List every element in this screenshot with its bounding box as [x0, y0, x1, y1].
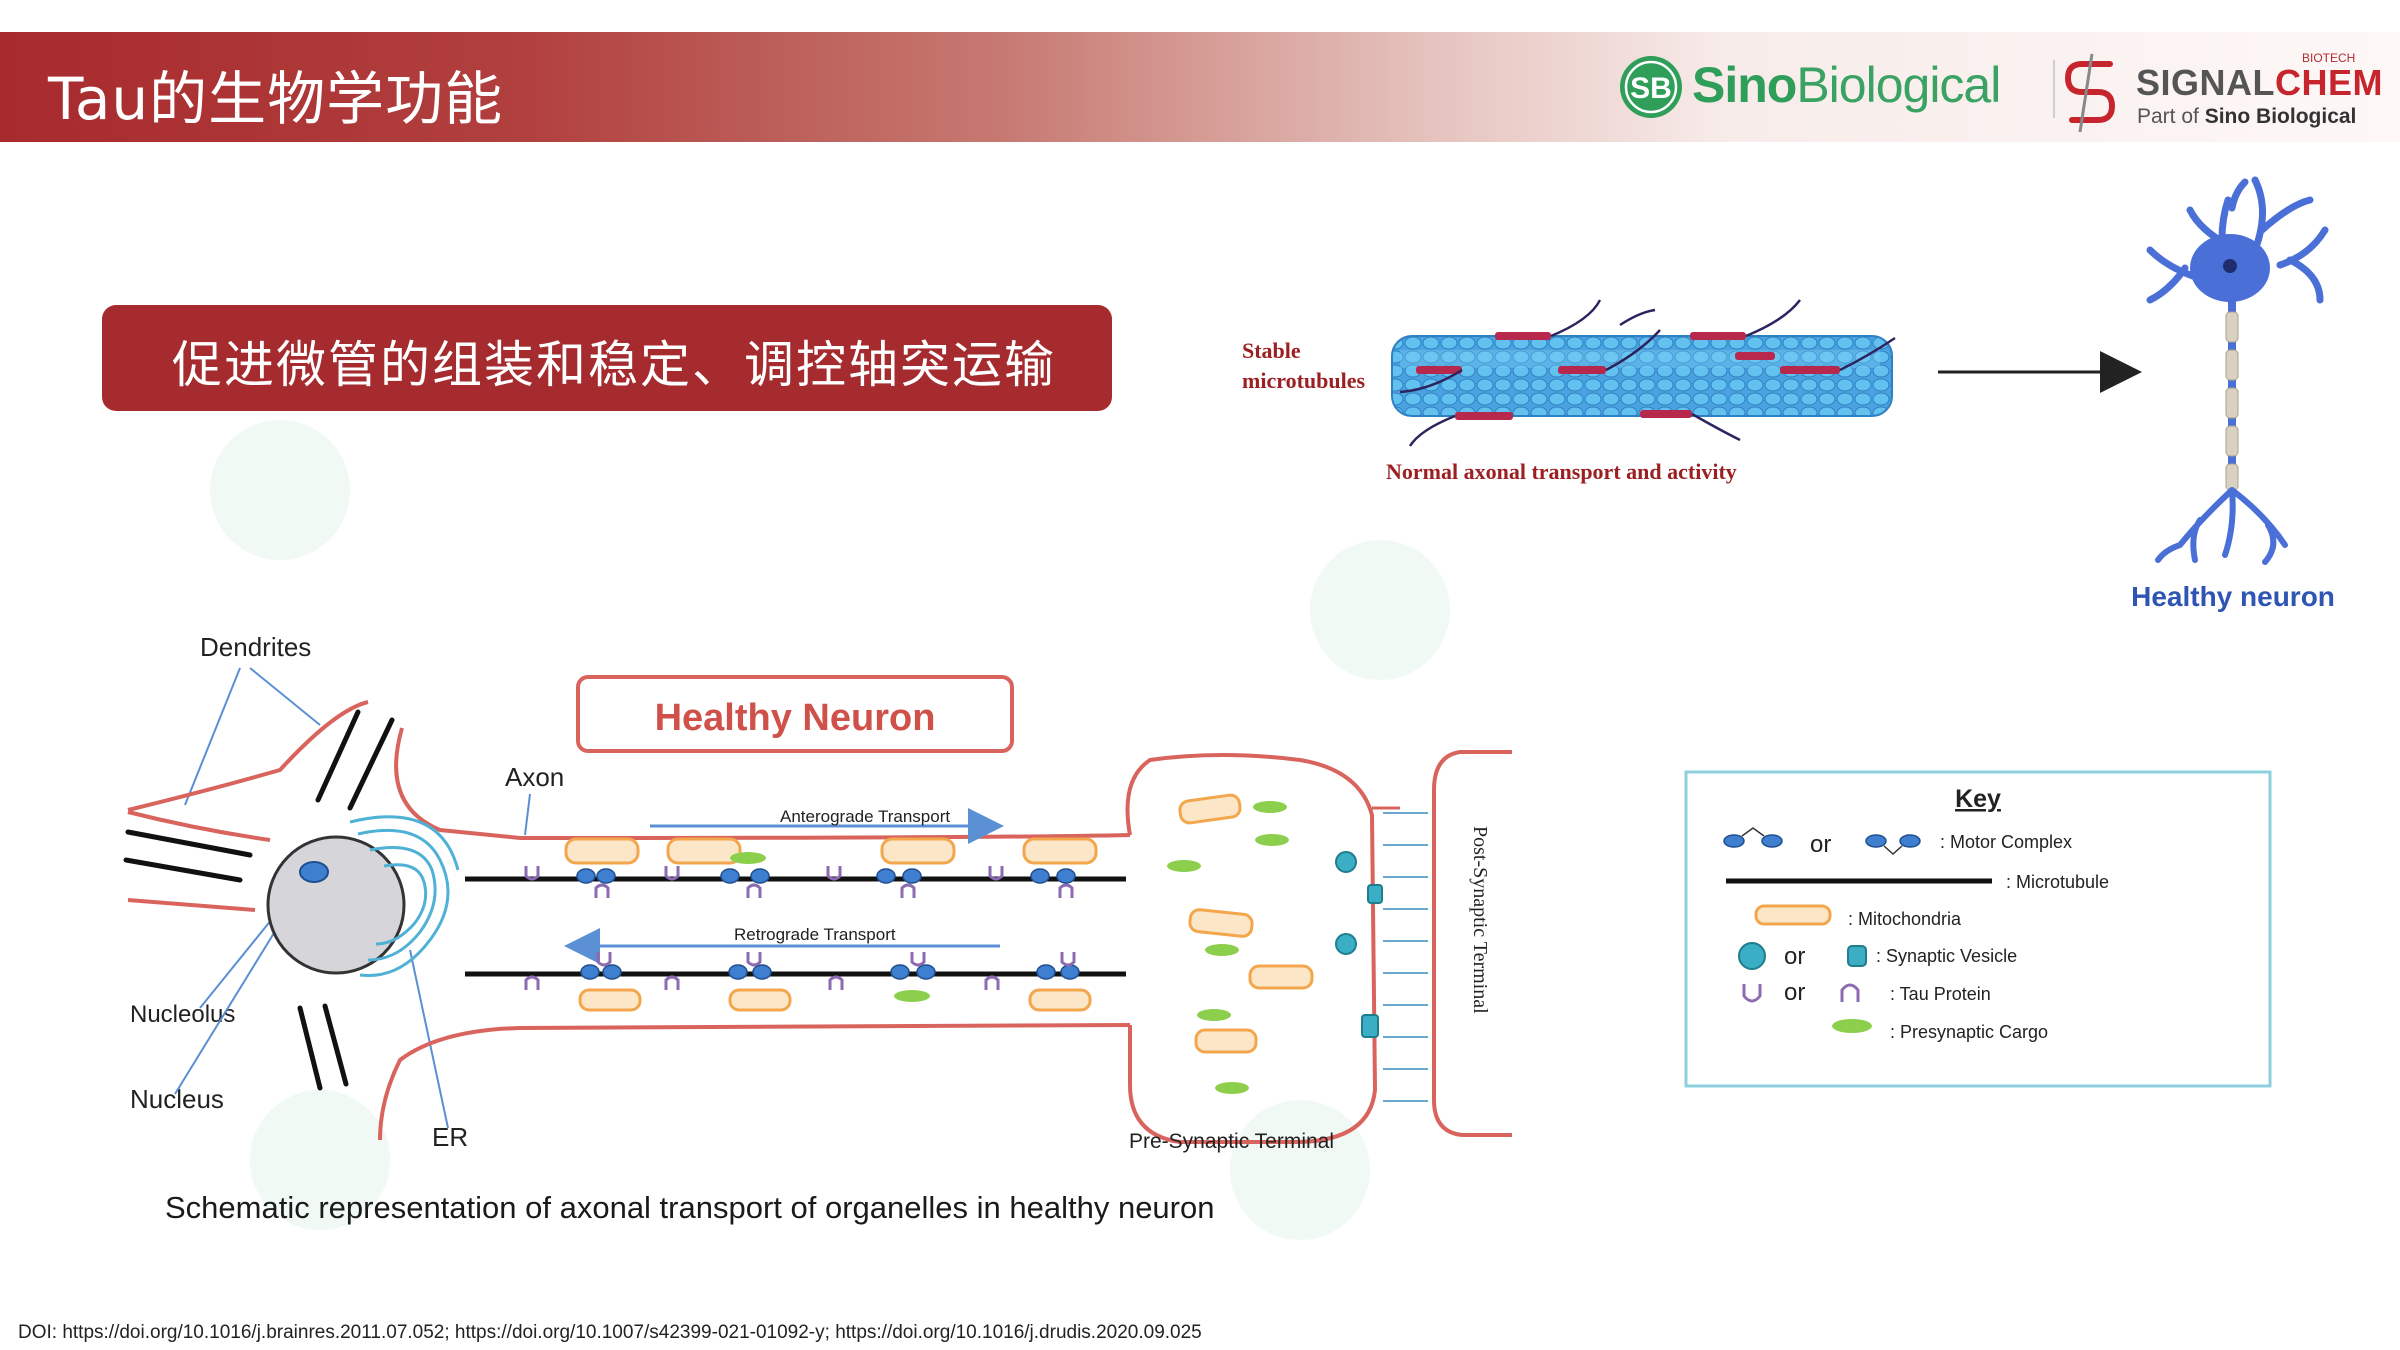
key-microtubule: : Microtubule	[2006, 872, 2109, 892]
healthy-neuron-title-box	[576, 675, 1014, 753]
signalchem-logo-icon	[2064, 53, 2116, 133]
sino-biological-logo-icon: SB	[1620, 56, 1682, 118]
retrograde-label: Retrograde Transport	[734, 925, 896, 944]
stable-microtubules-figure: Stable microtubules	[1242, 176, 2335, 612]
key-presynaptic-cargo: : Presynaptic Cargo	[1890, 1022, 2048, 1042]
nucleus-circle	[266, 835, 406, 975]
banner-text: 促进微管的组装和稳定、调控轴突运输	[172, 336, 1056, 394]
stable-label-line1: Stable	[1242, 338, 1301, 363]
signalchem-wordmark: SIGNALCHEM	[2136, 62, 2383, 104]
sino-biological-wordmark: SinoBiological	[1692, 56, 2001, 114]
vesicle-square-key-icon	[1847, 945, 1867, 967]
healthy-neuron-schematic: Healthy Neuron Dendrites Axon Nucleolus …	[123, 632, 1512, 1153]
synaptic-cleft	[1383, 812, 1428, 1102]
tau-n-key-icon	[1840, 983, 1860, 1002]
signalchem-biotech-tag: BIOTECH	[2302, 51, 2356, 65]
key-or-3: or	[1784, 979, 1805, 1006]
healthy-neuron-label: Healthy neuron	[2131, 581, 2335, 612]
biological-text: Biological	[1796, 57, 2001, 113]
function-banner: 促进微管的组装和稳定、调控轴突运输	[102, 305, 1112, 411]
key-motor-complex: : Motor Complex	[1940, 832, 2072, 852]
healthy-neuron-icon	[2146, 176, 2329, 565]
tau-u-key-icon	[1742, 984, 1762, 1003]
axon-label: Axon	[505, 762, 564, 792]
header-bar: Tau的生物学功能 SB SinoBiological BIOTECH SIGN…	[0, 32, 2400, 142]
key-tau-protein: : Tau Protein	[1890, 984, 1991, 1004]
key-synaptic-vesicle: : Synaptic Vesicle	[1876, 946, 2017, 966]
motor-complex-icon	[1723, 827, 1921, 856]
dendrites-label: Dendrites	[200, 632, 311, 662]
tau-tails	[1399, 299, 1896, 447]
page-title: Tau的生物学功能	[48, 65, 504, 133]
presynaptic-terminal-outline	[1125, 753, 1378, 1144]
stable-label-line2: microtubules	[1242, 368, 1365, 393]
nucleolus-dot	[299, 861, 329, 883]
microtubule-bundle	[1391, 299, 1896, 447]
pre-synaptic-label: Pre-Synaptic Terminal	[1129, 1130, 1334, 1153]
cargo-key-icon	[1832, 1019, 1872, 1033]
watermark-sb-icon	[1310, 540, 1450, 680]
chem-text: CHEM	[2275, 62, 2384, 103]
nucleus-label: Nucleus	[130, 1084, 224, 1114]
doi-reference: DOI: https://doi.org/10.1016/j.brainres.…	[18, 1322, 1202, 1343]
postsynaptic-outline	[1432, 750, 1512, 1137]
key-or-1: or	[1810, 831, 1831, 858]
watermark-sb-icon	[250, 1090, 390, 1230]
mitochondria-key-icon	[1754, 904, 1832, 926]
signal-text: SIGNAL	[2136, 62, 2276, 103]
terminal-vesicles	[1335, 851, 1383, 1038]
key-or-2: or	[1784, 943, 1805, 970]
post-synaptic-label: Post-Synaptic Terminal	[1469, 826, 1491, 1014]
legend-key: Key or : Motor Complex : Microtubule : M…	[1684, 770, 2272, 1088]
bottom-track-cargo	[524, 952, 1092, 1012]
part-of-text: Part of	[2137, 105, 2199, 128]
key-mitochondria: : Mitochondria	[1848, 909, 1962, 929]
logo-separator	[2053, 60, 2055, 118]
watermark-sb-icon	[210, 420, 350, 560]
sino-brand-text: Sino Biological	[2204, 105, 2357, 128]
anterograde-label: Anterograde Transport	[780, 807, 950, 826]
vesicle-round-key-icon	[1738, 942, 1766, 970]
top-track-cargo	[524, 837, 1098, 898]
sino-text: Sino	[1692, 57, 1797, 113]
terminal-cargo	[1167, 801, 1289, 1094]
transport-label: Normal axonal transport and activity	[1386, 459, 1737, 484]
terminal-mitochondria	[1178, 793, 1314, 1054]
sb-mark-text: SB	[1630, 72, 1672, 105]
healthy-neuron-title: Healthy Neuron	[655, 697, 936, 739]
endoplasmic-reticulum	[349, 815, 460, 978]
figure-caption: Schematic representation of axonal trans…	[165, 1190, 1215, 1225]
tau-segments	[1416, 332, 1840, 420]
key-title: Key	[1955, 785, 2001, 813]
er-label: ER	[432, 1122, 468, 1152]
nucleolus-label: Nucleolus	[130, 1001, 235, 1028]
signalchem-subtitle: Part of Sino Biological	[2137, 105, 2356, 129]
